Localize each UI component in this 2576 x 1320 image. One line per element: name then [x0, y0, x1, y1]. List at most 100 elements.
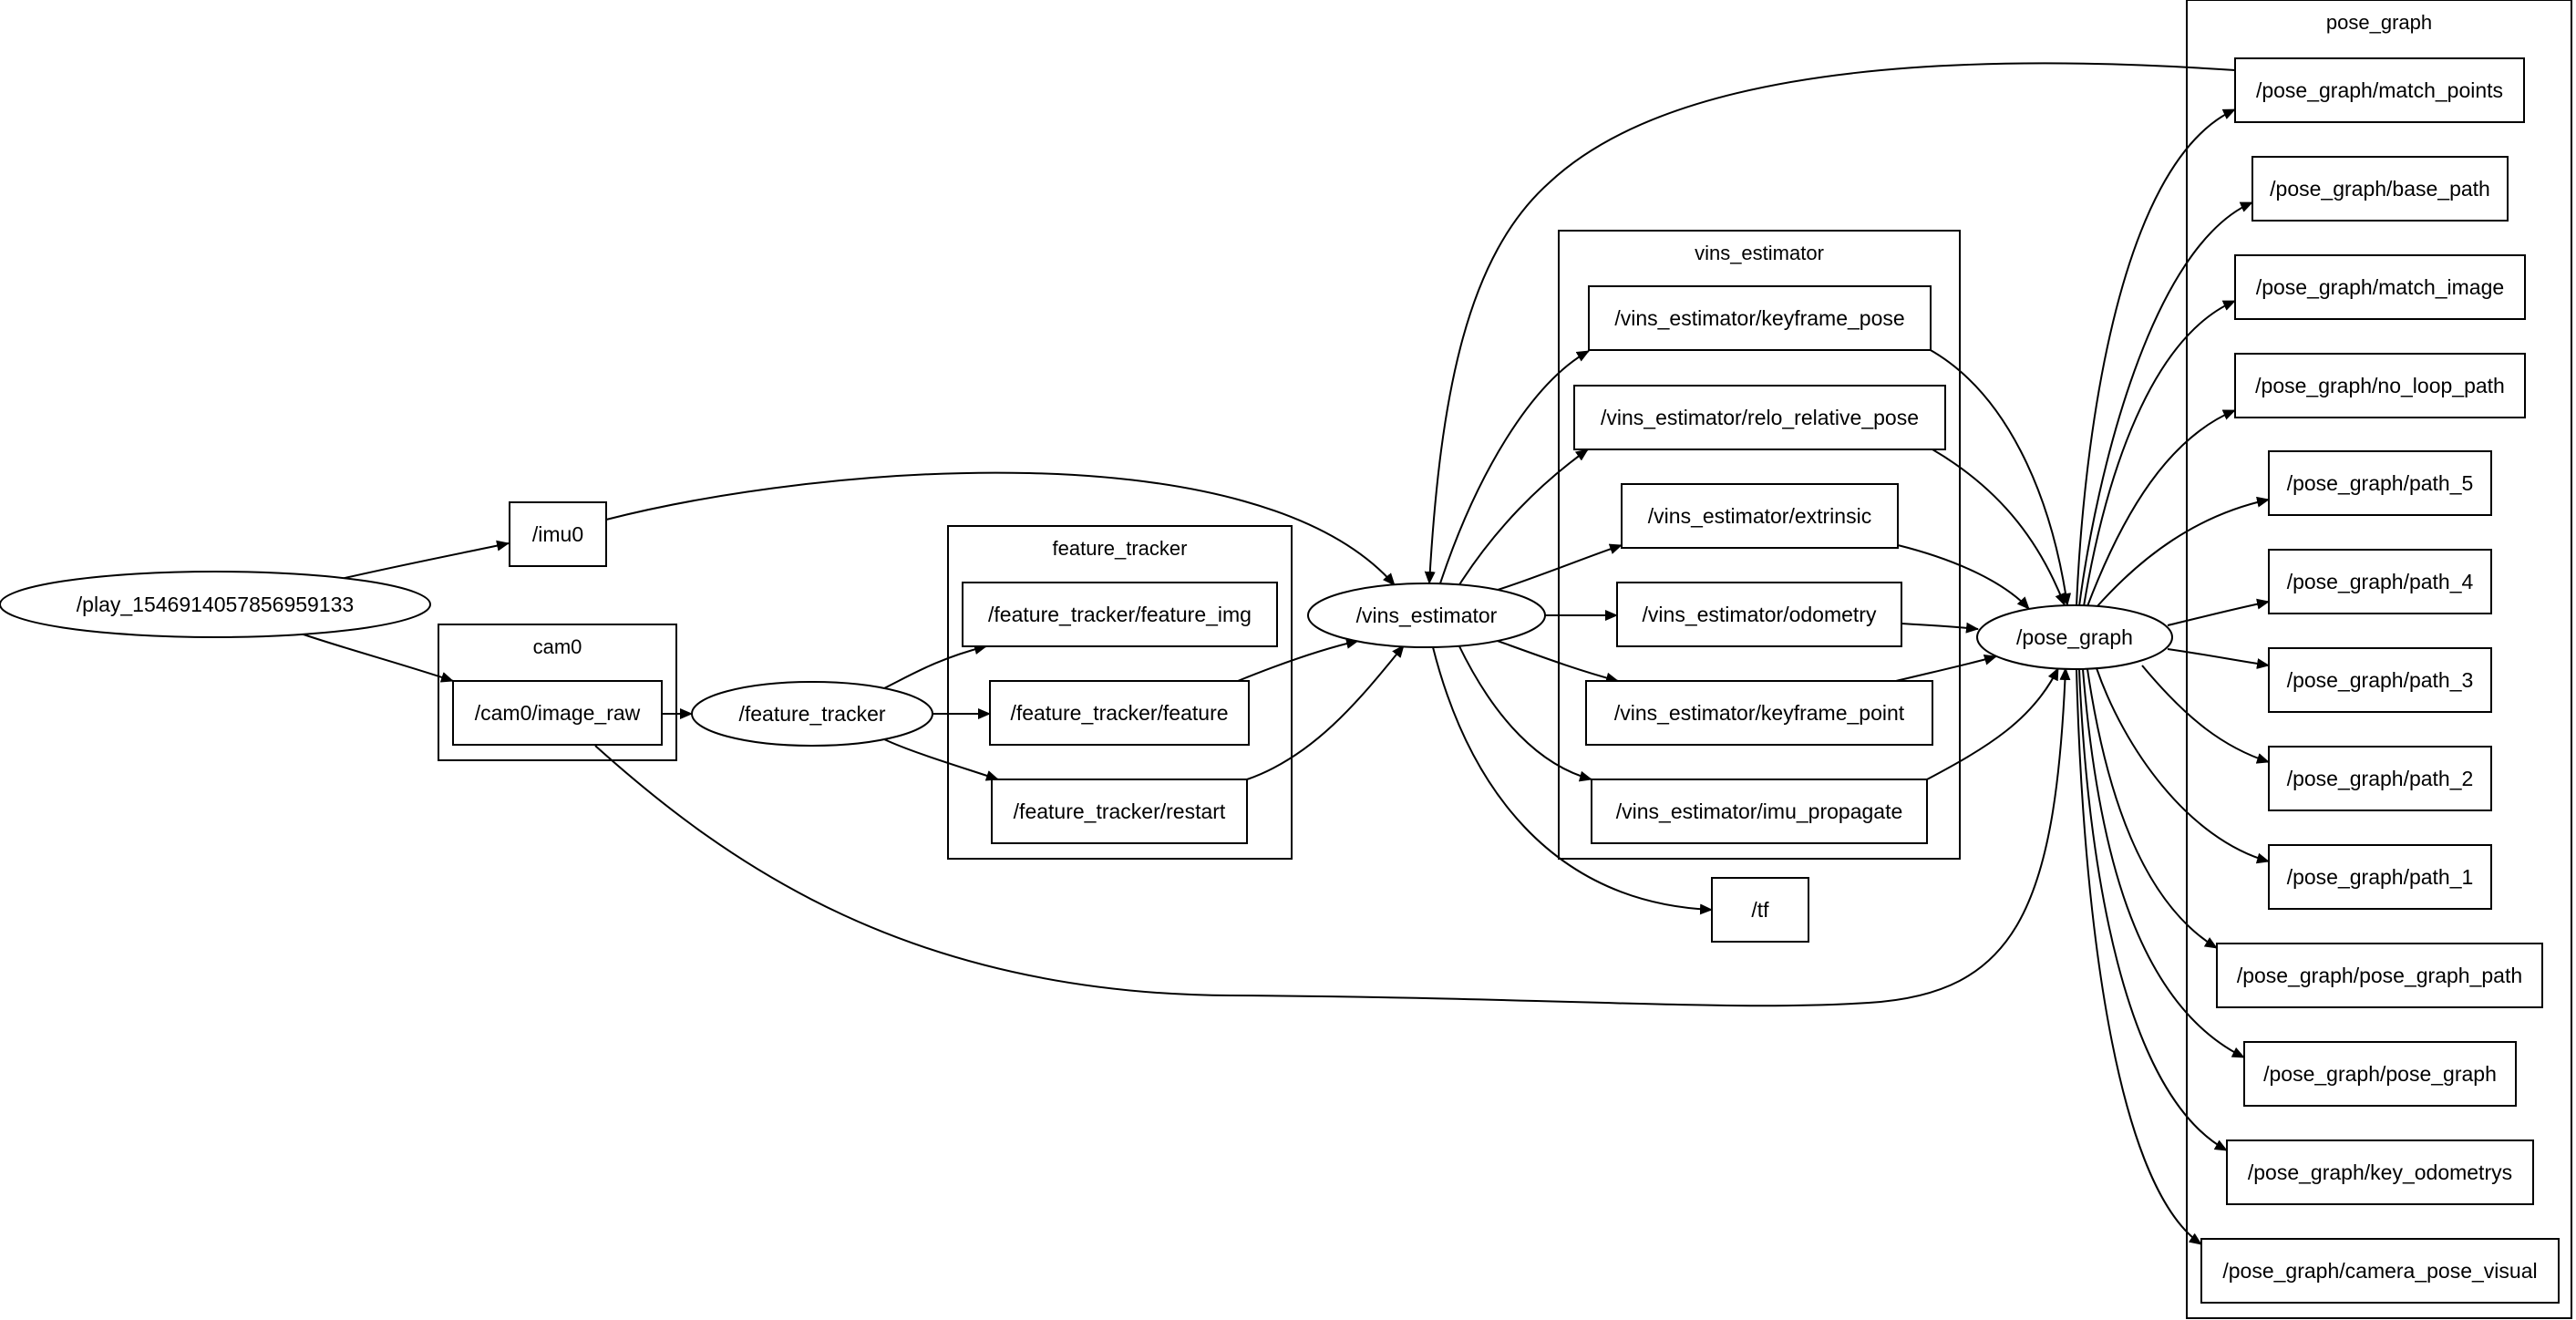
node-label: /vins_estimator/extrinsic — [1648, 504, 1871, 528]
cluster-label: cam0 — [533, 635, 582, 658]
edge-play-to-imu0 — [340, 540, 510, 580]
node-box[interactable] — [1621, 483, 1899, 549]
node-label: /pose_graph/path_5 — [2287, 471, 2474, 495]
node-label: /pose_graph/match_image — [2256, 275, 2504, 299]
node-feature_tracker_node[interactable]: /feature_tracker — [691, 681, 933, 747]
node-label: /pose_graph/match_points — [2256, 78, 2503, 102]
node-ellipse[interactable] — [1976, 604, 2173, 670]
node-label: /vins_estimator/odometry — [1643, 603, 1877, 626]
node-ellipse[interactable] — [1307, 583, 1546, 648]
node-pg_camera_pose_visual[interactable]: /pose_graph/camera_pose_visual — [2200, 1238, 2560, 1304]
node-label: /pose_graph/path_3 — [2287, 668, 2474, 692]
node-box[interactable] — [991, 779, 1248, 844]
node-label: /pose_graph/key_odometrys — [2248, 1160, 2512, 1184]
edge-feature_tracker_node-to-ft_feature_img — [883, 644, 987, 689]
node-pg_base_path[interactable]: /pose_graph/base_path — [2251, 156, 2509, 222]
node-box[interactable] — [1711, 877, 1809, 943]
node-ft_feature[interactable]: /feature_tracker/feature — [989, 680, 1250, 746]
node-box[interactable] — [2243, 1041, 2517, 1107]
edge-ve_odometry-to-pose_graph_node — [1901, 622, 1979, 634]
edge-vins_node-to-ve_keyframe_pose — [1439, 350, 1590, 584]
node-box[interactable] — [2216, 943, 2543, 1008]
node-imu0[interactable]: /imu0 — [509, 501, 607, 567]
node-ve_extrinsic[interactable]: /vins_estimator/extrinsic — [1621, 483, 1899, 549]
node-box[interactable] — [2268, 450, 2492, 516]
node-pg_match_image[interactable]: /pose_graph/match_image — [2234, 254, 2526, 320]
node-ve_keyframe_point[interactable]: /vins_estimator/keyframe_point — [1585, 680, 1933, 746]
node-box[interactable] — [2234, 254, 2526, 320]
edge-ve_imu_propagate-to-pose_graph_node — [1926, 667, 2059, 780]
edge-vins_node-to-ve_relo_relative_pose — [1458, 449, 1589, 587]
node-ellipse[interactable] — [0, 571, 431, 638]
node-ve_imu_propagate[interactable]: /vins_estimator/imu_propagate — [1591, 779, 1928, 844]
node-pg_key_odometrys[interactable]: /pose_graph/key_odometrys — [2226, 1140, 2534, 1205]
node-box[interactable] — [962, 582, 1278, 647]
edge-ft_restart-to-vins_node — [1246, 645, 1405, 780]
node-box[interactable] — [1616, 582, 1902, 647]
cluster-frame — [438, 624, 677, 761]
edge-imu0-to-vins_node — [605, 471, 1396, 586]
node-box[interactable] — [2268, 549, 2492, 614]
node-ve_odometry[interactable]: /vins_estimator/odometry — [1616, 582, 1902, 647]
edge-pose_graph_node-to-pg_path_4 — [2167, 598, 2270, 626]
node-box[interactable] — [2268, 844, 2492, 910]
edge-ve_keyframe_point-to-pose_graph_node — [1895, 654, 1997, 682]
node-label: /vins_estimator/imu_propagate — [1616, 799, 1903, 823]
node-pg_pose_graph[interactable]: /pose_graph/pose_graph — [2243, 1041, 2517, 1107]
nodes-layer: /play_1546914057856959133/imu0/cam0/imag… — [0, 57, 2560, 1304]
node-ve_keyframe_pose[interactable]: /vins_estimator/keyframe_pose — [1588, 285, 1932, 351]
cluster-feature_tracker: feature_tracker — [947, 525, 1293, 860]
node-box[interactable] — [2226, 1140, 2534, 1205]
node-box[interactable] — [989, 680, 1250, 746]
node-ft_restart[interactable]: /feature_tracker/restart — [991, 779, 1248, 844]
node-ellipse[interactable] — [691, 681, 933, 747]
node-play[interactable]: /play_1546914057856959133 — [0, 571, 431, 638]
node-pg_match_points[interactable]: /pose_graph/match_points — [2234, 57, 2525, 123]
edge-pose_graph_node-to-pg_pose_graph — [2082, 668, 2245, 1058]
node-vins_node[interactable]: /vins_estimator — [1307, 583, 1546, 648]
node-box[interactable] — [509, 501, 607, 567]
node-label: /pose_graph/path_4 — [2287, 570, 2474, 593]
node-box[interactable] — [1588, 285, 1932, 351]
node-tf[interactable]: /tf — [1711, 877, 1809, 943]
node-label: /pose_graph/pose_graph_path — [2237, 964, 2522, 987]
edge-vins_node-to-ve_keyframe_point — [1494, 639, 1619, 684]
edge-pose_graph_node-to-pg_camera_pose_visual — [2076, 668, 2202, 1245]
node-box[interactable] — [2234, 57, 2525, 123]
clusters-layer: cam0 feature_tracker vins_estimator pose_gr… — [438, 0, 2572, 1319]
node-pg_path_1[interactable]: /pose_graph/path_1 — [2268, 844, 2492, 910]
node-box[interactable] — [2251, 156, 2509, 222]
node-box[interactable] — [2268, 746, 2492, 811]
node-pg_path_4[interactable]: /pose_graph/path_4 — [2268, 549, 2492, 614]
node-ft_feature_img[interactable]: /feature_tracker/feature_img — [962, 582, 1278, 647]
node-pg_path_3[interactable]: /pose_graph/path_3 — [2268, 647, 2492, 713]
node-pg_no_loop_path[interactable]: /pose_graph/no_loop_path — [2234, 353, 2526, 418]
cluster-label: pose_graph — [2326, 11, 2432, 34]
node-label: /pose_graph/path_2 — [2287, 767, 2474, 790]
node-label: /feature_tracker/feature — [1010, 701, 1228, 725]
node-box[interactable] — [452, 680, 663, 746]
node-label: /feature_tracker — [738, 702, 885, 726]
node-label: /pose_graph/no_loop_path — [2255, 374, 2505, 397]
cluster-label: vins_estimator — [1695, 242, 1824, 264]
node-pg_path_2[interactable]: /pose_graph/path_2 — [2268, 746, 2492, 811]
node-box[interactable] — [1573, 385, 1946, 450]
node-cam0_image_raw[interactable]: /cam0/image_raw — [452, 680, 663, 746]
node-pose_graph_node[interactable]: /pose_graph — [1976, 604, 2173, 670]
cluster-frame — [1558, 230, 1961, 860]
edge-play-to-cam0_image_raw — [300, 633, 454, 683]
node-box[interactable] — [2234, 353, 2526, 418]
node-box[interactable] — [1585, 680, 1933, 746]
node-pg_path_5[interactable]: /pose_graph/path_5 — [2268, 450, 2492, 516]
edge-pose_graph_node-to-pg_base_path — [2078, 201, 2253, 607]
edge-pose_graph_node-to-pg_pose_graph_path — [2087, 668, 2218, 949]
node-box[interactable] — [1591, 779, 1928, 844]
edge-ve_keyframe_pose-to-pose_graph_node — [1928, 348, 2072, 606]
edges-layer — [300, 62, 2270, 1245]
node-pg_pose_graph_path[interactable]: /pose_graph/pose_graph_path — [2216, 943, 2543, 1008]
node-box[interactable] — [2200, 1238, 2560, 1304]
node-ve_relo_relative_pose[interactable]: /vins_estimator/relo_relative_pose — [1573, 385, 1946, 450]
node-box[interactable] — [2268, 647, 2492, 713]
node-label: /vins_estimator/keyframe_pose — [1614, 306, 1904, 330]
